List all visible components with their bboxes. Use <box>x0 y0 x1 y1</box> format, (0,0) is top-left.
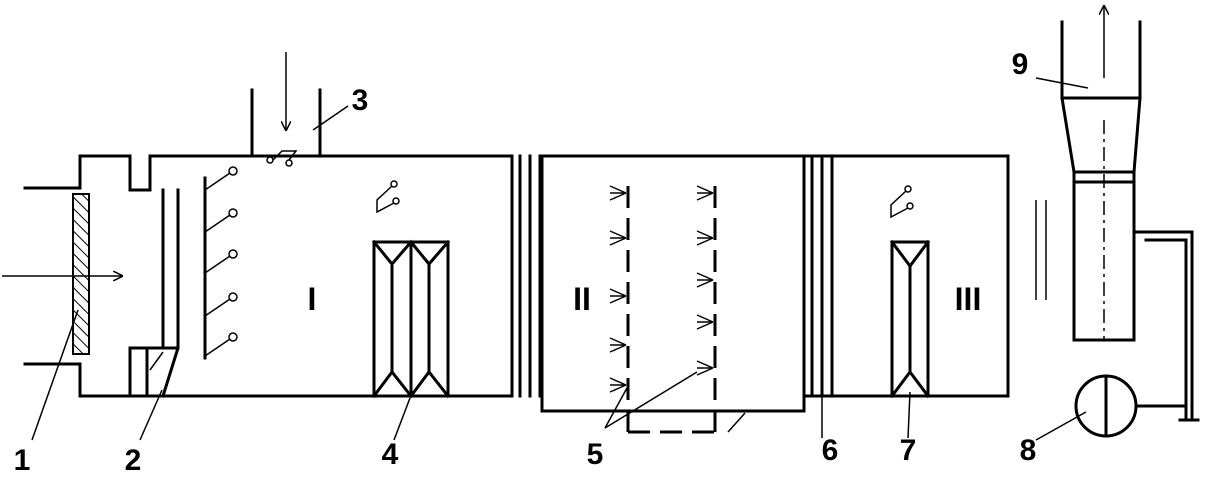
callout-2: 2 <box>125 444 142 477</box>
section-label-one: I <box>308 281 317 317</box>
flange-connector <box>518 154 542 398</box>
callout-6: 6 <box>822 434 839 467</box>
switch-symbol <box>376 180 400 214</box>
reheater <box>889 239 931 399</box>
louver-blades <box>203 166 238 360</box>
leader-lines <box>31 77 1089 441</box>
filter-element <box>128 154 180 398</box>
callout-4: 4 <box>382 438 399 471</box>
supply-fan <box>1060 20 1200 422</box>
intake-valve <box>266 150 298 167</box>
air-heater <box>371 239 451 399</box>
callout-1: 1 <box>14 444 31 477</box>
duct-break <box>1035 200 1047 300</box>
inlet-filter <box>72 193 90 355</box>
callout-7: 7 <box>900 434 917 467</box>
inlet-section <box>23 88 514 398</box>
callout-5: 5 <box>587 438 604 471</box>
flange-connector-2 <box>810 154 834 398</box>
spray-chamber <box>540 154 806 434</box>
callout-3: 3 <box>352 84 369 117</box>
callout-8: 8 <box>1020 434 1037 467</box>
switch-symbol-2 <box>890 185 914 219</box>
section-label-three: III <box>955 281 982 317</box>
fan-motor <box>1074 374 1188 438</box>
section-label-two: II <box>573 281 591 317</box>
callout-9: 9 <box>1012 48 1029 81</box>
spray-nozzles <box>609 185 714 393</box>
